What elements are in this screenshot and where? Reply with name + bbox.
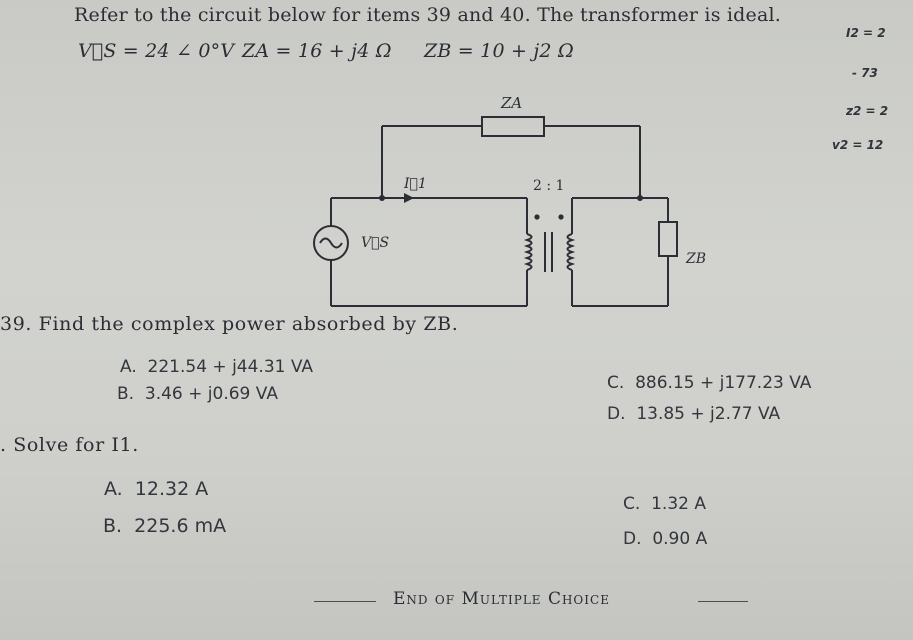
option-text: 1.32 A [651, 494, 706, 514]
intro-line: Refer to the circuit below for items 39 … [74, 4, 782, 26]
q39-option-c[interactable]: C. 886.15 + j177.23 VA [607, 373, 811, 393]
zb-resistor [658, 221, 678, 257]
node-left [379, 195, 385, 201]
option-letter: C. [623, 494, 641, 514]
sine-icon [319, 237, 343, 249]
dot-secondary [558, 214, 564, 220]
option-text: 0.90 A [652, 529, 708, 549]
za-label: ZA [500, 94, 522, 112]
current-arrow [404, 193, 414, 203]
q40-option-a[interactable]: A. 12.32 A [104, 478, 208, 500]
q39-stem: 39. Find the complex power absorbed by Z… [0, 313, 459, 335]
handwriting-2: - 73 [852, 66, 878, 80]
option-text: 3.46 + j0.69 VA [144, 384, 278, 404]
za-resistor [481, 116, 545, 137]
q40-stem: . Solve for I1. [0, 434, 139, 456]
footer-text: End of Multiple Choice [393, 589, 610, 609]
option-text: 886.15 + j177.23 VA [635, 373, 812, 393]
option-text: 12.32 A [134, 478, 209, 500]
option-letter: B. [103, 515, 123, 537]
vs-spec: V⃗S = 24 ∠ 0°V [78, 40, 235, 62]
option-letter: A. [104, 478, 123, 500]
secondary-coil [566, 233, 576, 271]
zb-spec: ZB = 10 + j2 Ω [424, 40, 574, 62]
q40-option-b[interactable]: B. 225.6 mA [103, 515, 226, 537]
q39-option-b[interactable]: B. 3.46 + j0.69 VA [117, 384, 278, 404]
node-right [637, 195, 643, 201]
option-letter: A. [120, 357, 137, 377]
primary-coil [523, 233, 533, 271]
footer-rule-left [314, 601, 376, 602]
option-letter: D. [607, 404, 626, 424]
option-letter: B. [117, 384, 135, 404]
za-spec: ZA = 16 + j4 Ω [242, 40, 392, 62]
q39-option-d[interactable]: D. 13.85 + j2.77 VA [607, 404, 780, 424]
i1-label: I⃗1 [403, 176, 427, 192]
footer-rule-right [698, 601, 748, 602]
q40-option-c[interactable]: C. 1.32 A [623, 494, 706, 514]
handwriting-4: v2 = 12 [832, 138, 884, 152]
handwriting-3: z2 = 2 [846, 104, 889, 118]
ratio-label: 2 : 1 [533, 178, 564, 194]
option-letter: D. [623, 529, 642, 549]
vs-label: V⃗S [361, 235, 389, 251]
option-letter: C. [607, 373, 625, 393]
q39-option-a[interactable]: A. 221.54 + j44.31 VA [120, 357, 313, 377]
q40-option-d[interactable]: D. 0.90 A [623, 529, 707, 549]
voltage-source [313, 225, 349, 261]
handwriting-1: I2 = 2 [846, 26, 886, 40]
dot-primary [534, 214, 540, 220]
option-text: 221.54 + j44.31 VA [147, 357, 314, 377]
option-text: 225.6 mA [134, 515, 227, 537]
zb-label: ZB [685, 251, 706, 267]
option-text: 13.85 + j2.77 VA [636, 404, 781, 424]
